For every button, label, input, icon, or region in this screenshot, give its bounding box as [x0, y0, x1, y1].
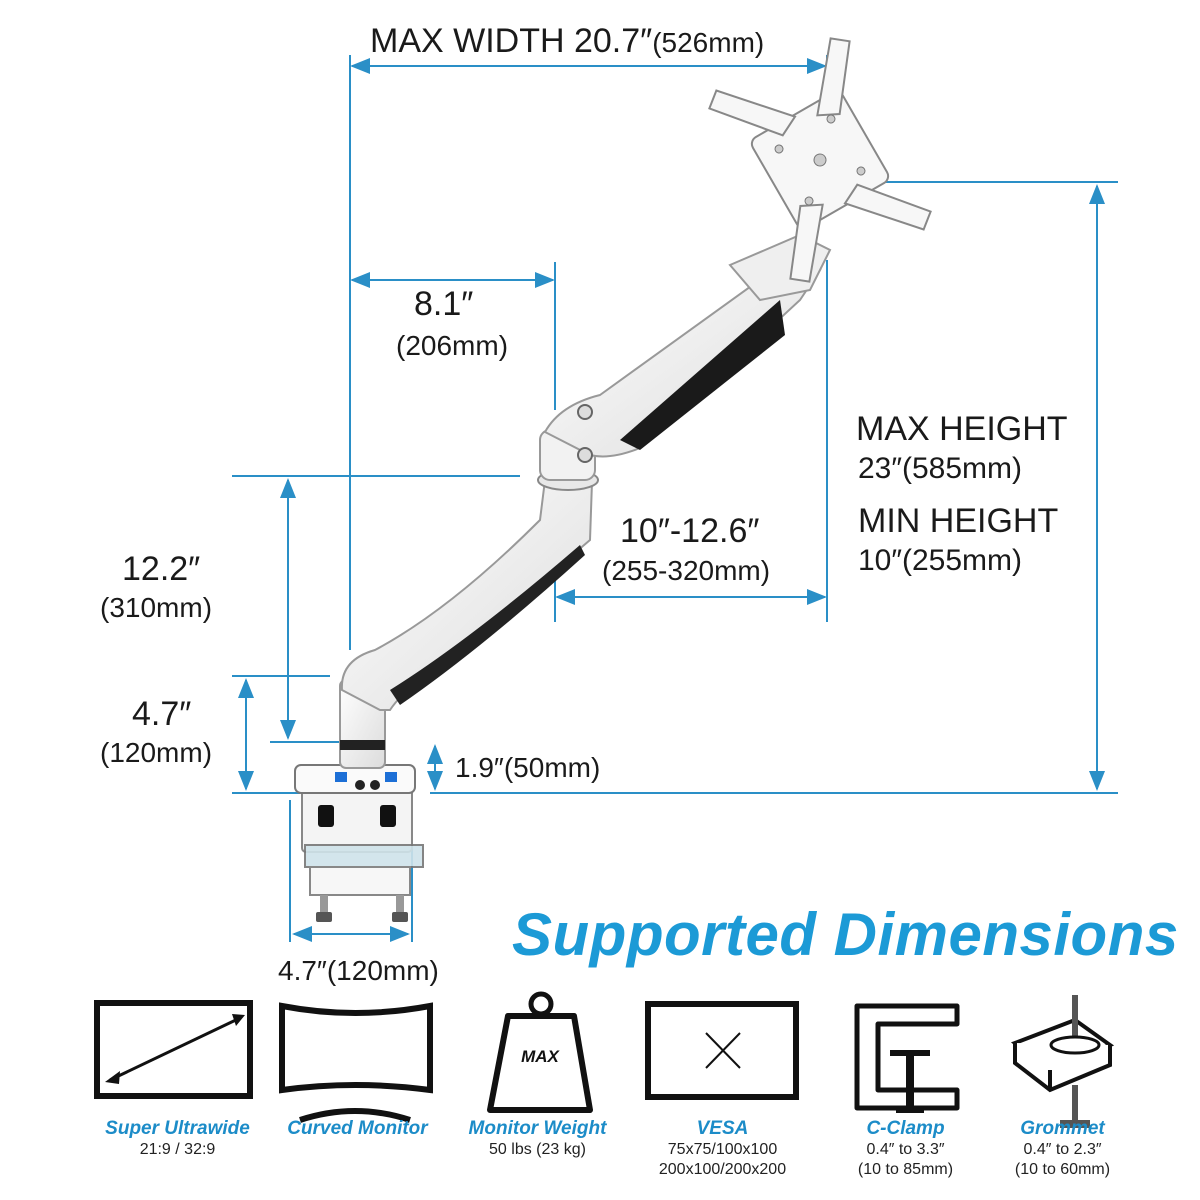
min-height-value: 10″(255mm): [858, 544, 1023, 577]
forearm-label: 10″-12.6″: [620, 512, 760, 550]
monitor-arm: [294, 37, 932, 922]
arm-reach-metric: (206mm): [396, 330, 509, 361]
grommet-icon: [1010, 995, 1115, 1128]
arm-reach-label: 8.1″: [414, 285, 474, 323]
vesa-icon: [645, 1001, 799, 1100]
max-height-label: MAX HEIGHT: [856, 410, 1068, 448]
feature-value: 21:9 / 32:9: [139, 1141, 216, 1158]
dimension-lines: [232, 55, 1118, 942]
base-height-label: 4.7″: [132, 695, 192, 733]
vesa-plate: [708, 37, 932, 283]
feature-ultrawide: Super Ultrawide 21:9 / 32:9: [90, 1118, 265, 1160]
ultrawide-monitor-icon: [94, 1000, 253, 1099]
feature-c-clamp: C-Clamp 0.4″ to 3.3″ (10 to 85mm): [818, 1118, 993, 1180]
feature-value: 200x100/200x200: [658, 1161, 787, 1178]
feature-grommet: Grommet 0.4″ to 2.3″ (10 to 60mm): [975, 1118, 1150, 1180]
feature-label: Curved Monitor: [287, 1118, 428, 1139]
feature-curved: Curved Monitor: [270, 1118, 445, 1140]
min-height-label: MIN HEIGHT: [858, 502, 1059, 540]
clamp-width-label: 4.7″(120mm): [278, 955, 439, 986]
feature-value: 75x75/100x100: [667, 1141, 778, 1158]
feature-value: (10 to 85mm): [857, 1161, 954, 1178]
weight-icon: MAX: [487, 991, 593, 1113]
feature-weight: Monitor Weight 50 lbs (23 kg): [450, 1118, 625, 1160]
feature-label: C-Clamp: [866, 1118, 945, 1139]
feature-label: Grommet: [1020, 1118, 1105, 1139]
feature-value: 0.4″ to 2.3″: [1023, 1141, 1102, 1158]
supported-dimensions-heading: Supported Dimensions: [512, 901, 1179, 968]
max-height-value: 23″(585mm): [858, 452, 1023, 485]
feature-value: 0.4″ to 3.3″: [866, 1141, 945, 1158]
base-offset-label: 1.9″(50mm): [455, 752, 601, 783]
pole-height-label: 12.2″: [122, 550, 201, 588]
feature-vesa: VESA 75x75/100x100 200x100/200x200: [635, 1118, 810, 1180]
feature-label: VESA: [696, 1118, 749, 1139]
feature-label: Monitor Weight: [468, 1118, 607, 1139]
feature-value: 50 lbs (23 kg): [489, 1141, 586, 1158]
pole-height-metric: (310mm): [100, 592, 213, 623]
clamp-base: [294, 764, 424, 922]
c-clamp-icon: [854, 1003, 960, 1113]
feature-value: (10 to 60mm): [1014, 1161, 1111, 1178]
base-height-metric: (120mm): [100, 737, 213, 768]
feature-label: Super Ultrawide: [105, 1118, 250, 1139]
forearm-metric: (255-320mm): [602, 555, 771, 586]
max-width-label: MAX WIDTH 20.7″(526mm): [370, 22, 765, 60]
weight-max-label: MAX: [521, 1047, 560, 1066]
curved-monitor-icon: [279, 1002, 433, 1123]
